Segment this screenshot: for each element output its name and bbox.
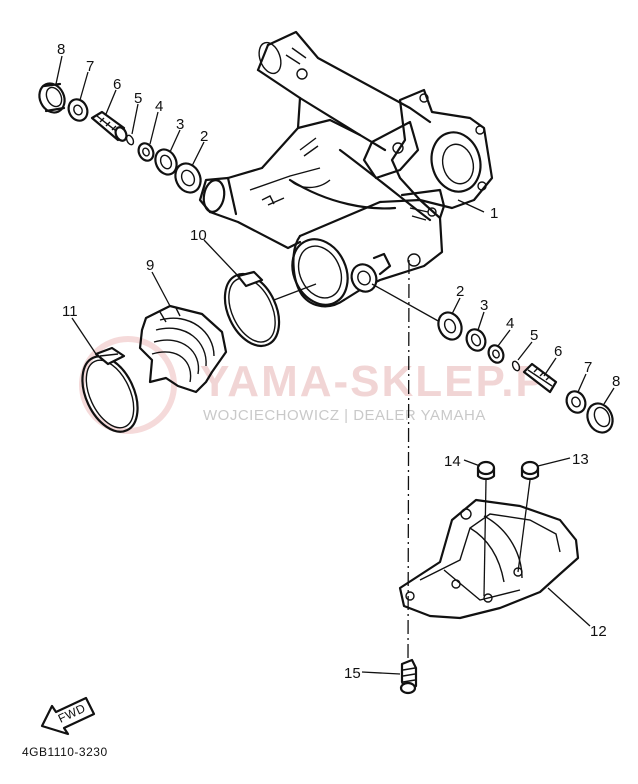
washer-part-4-right: [487, 344, 505, 364]
boot-part-9: [138, 304, 228, 394]
callout-7-left: 7: [86, 58, 94, 75]
callout-numbers: 8 7 6 5 4 3 2 1 9 10 11 2 3 4 5 6 7 8 12…: [57, 41, 620, 682]
bearing-part-3-left: [154, 148, 178, 176]
watermark-brand: YAMA-SKLEP.P: [200, 357, 547, 406]
callout-8-right: 8: [612, 373, 620, 390]
watermark: YAMA-SKLEP.P WOJCIECHOWICZ | DEALER YAMA…: [79, 336, 547, 434]
callout-3-right: 3: [480, 297, 488, 314]
callout-2-right: 2: [456, 283, 464, 300]
callout-8-left: 8: [57, 41, 65, 58]
bolt-part-14: [476, 460, 496, 481]
right-pivot-kit: [371, 283, 614, 434]
callout-4-right: 4: [506, 315, 514, 332]
cap-part-8-left: [38, 82, 66, 114]
callout-10: 10: [190, 227, 207, 244]
diagram-code: 4GB1110-3230: [22, 745, 108, 759]
bearing-part-2-left: [174, 162, 202, 194]
swing-arm-part-1: [198, 30, 494, 308]
callout-11: 11: [62, 303, 78, 320]
guard-part-12: [398, 498, 580, 620]
callout-5-left: 5: [134, 90, 142, 107]
callout-1: 1: [490, 205, 498, 222]
oring-part-5-left: [125, 134, 135, 146]
bolt-part-13: [520, 460, 540, 481]
callout-15: 15: [344, 665, 361, 682]
bolt-part-15: [399, 658, 418, 695]
callout-12: 12: [590, 623, 607, 640]
callout-3-left: 3: [176, 116, 184, 133]
callout-6-left: 6: [113, 76, 121, 93]
callout-14: 14: [444, 453, 461, 470]
callout-13: 13: [572, 451, 589, 468]
callout-5-right: 5: [530, 327, 538, 344]
washer-part-4-left: [137, 142, 155, 162]
watermark-dealer: WOJCIECHOWICZ | DEALER YAMAHA: [203, 407, 486, 424]
oring-part-5-right: [511, 360, 521, 372]
callout-4-left: 4: [155, 98, 163, 115]
bearing-part-3-right: [465, 328, 487, 352]
callout-6-right: 6: [554, 343, 562, 360]
clamp-part-10: [223, 270, 317, 348]
callout-2-left: 2: [200, 128, 208, 145]
callout-leaders: [55, 55, 615, 675]
seal-part-7-right: [565, 390, 587, 414]
bearing-part-2-right: [437, 311, 463, 341]
fwd-arrow-icon: FWD: [40, 696, 96, 736]
callout-7-right: 7: [584, 359, 592, 376]
left-pivot-kit: [38, 82, 202, 194]
band-clamp-part-11: [81, 346, 139, 433]
collar-part-6-right: [522, 362, 558, 394]
callout-9: 9: [146, 257, 154, 274]
seal-part-7-left: [67, 98, 89, 122]
collar-part-6-left: [90, 110, 128, 142]
cap-part-8-right: [586, 402, 614, 434]
